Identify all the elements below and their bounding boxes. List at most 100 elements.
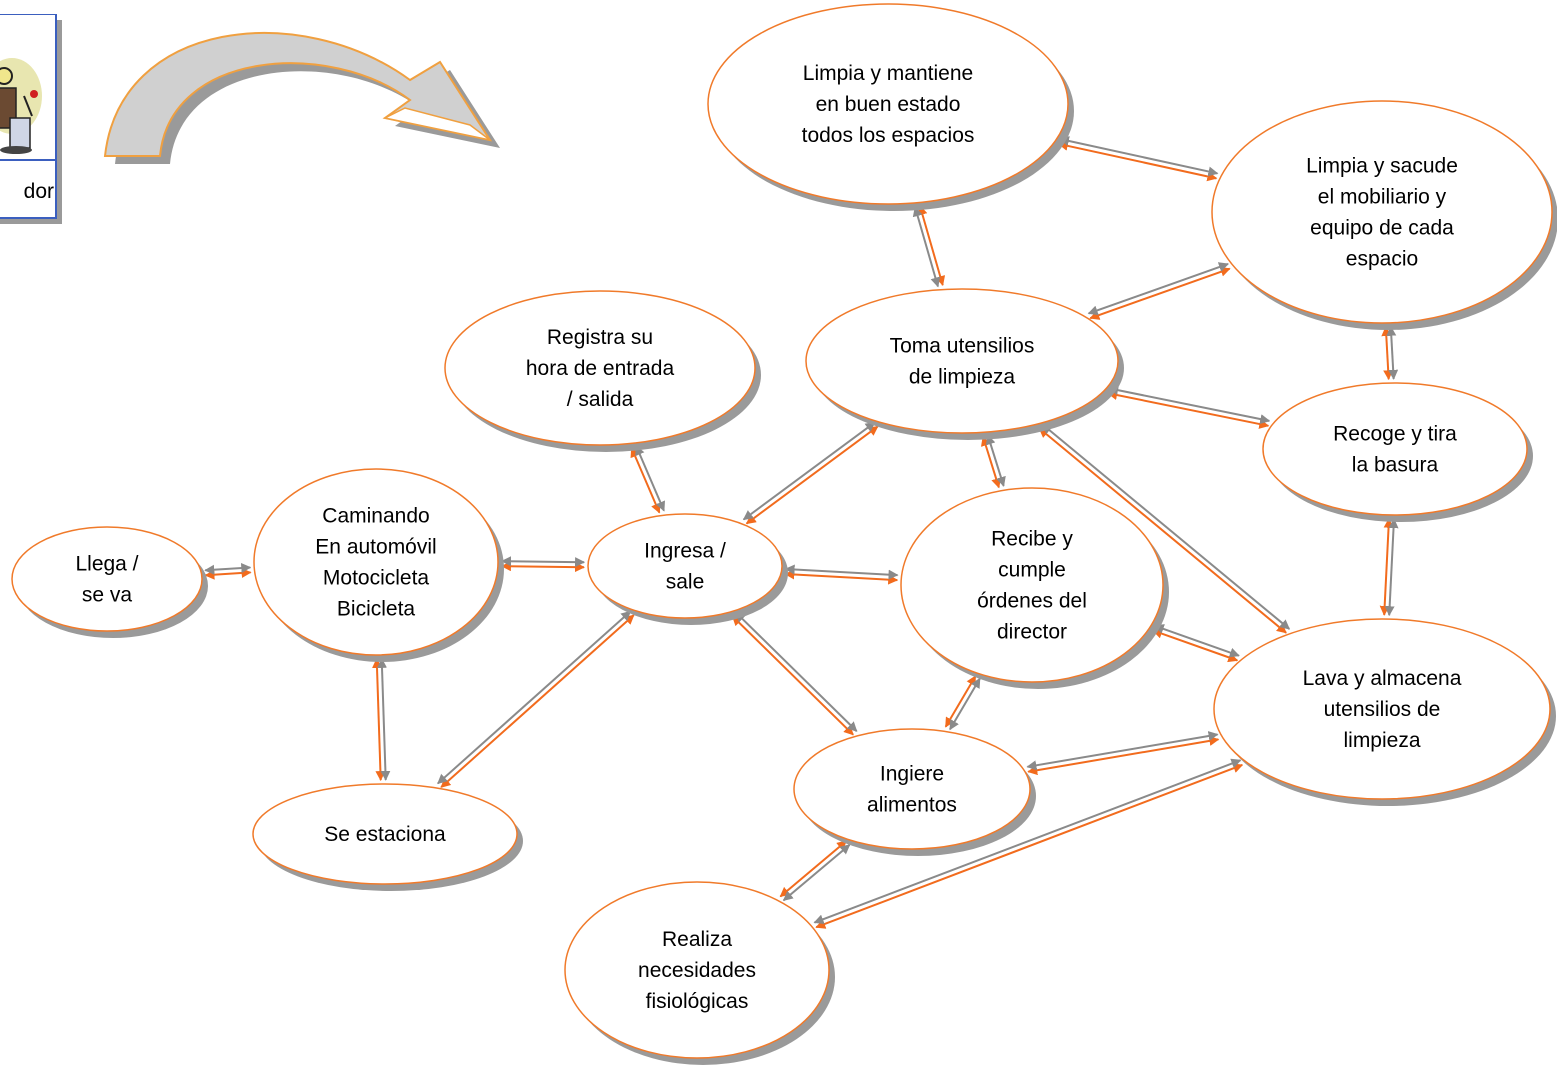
node-label-line: / salida [567, 388, 634, 411]
node-label-line: de limpieza [909, 366, 1016, 389]
node-label-line: Limpia y sacude [1306, 155, 1458, 178]
connector-line [1027, 735, 1220, 776]
connector-line [1089, 266, 1231, 320]
connector-limpia_espacios-limpia_mobiliario [1057, 136, 1219, 182]
node-label-line: necesidades [638, 959, 756, 982]
connector-line [1384, 518, 1399, 617]
connector-llega-transporte [204, 563, 252, 580]
node-label-line: Se estaciona [324, 823, 446, 846]
node-label-line: director [997, 621, 1067, 644]
node-label-line: la basura [1352, 454, 1439, 477]
connector-line [1379, 517, 1394, 616]
node-estaciona: Se estaciona [252, 783, 523, 891]
connector-line [630, 447, 661, 514]
node-label-line: cumple [998, 559, 1066, 582]
node-ellipse [252, 783, 518, 885]
connector-line [949, 677, 981, 731]
connector-ingresa-toma [742, 421, 879, 525]
connector-registra-ingresa [630, 445, 666, 514]
connector-ingresa-recibe [784, 564, 899, 585]
node-label-line: Llega / [75, 553, 138, 576]
node-ellipse [564, 881, 830, 1059]
node-label-line: Realiza [662, 928, 732, 951]
connector-line [784, 564, 899, 580]
node-ellipse [1211, 100, 1553, 324]
node-label-line: Bicicleta [337, 598, 416, 621]
legend-box [0, 13, 62, 224]
legend-label: dor [23, 180, 54, 203]
node-label-line: Recoge y tira [1333, 423, 1457, 446]
node-label-line: hora de entrada [526, 357, 675, 380]
node-label-line: el mobiliario y [1318, 186, 1447, 209]
connector-line [1026, 731, 1219, 771]
connector-line [735, 611, 858, 732]
node-ellipse [1262, 382, 1528, 516]
node-label-line: se va [82, 584, 133, 607]
connector-toma-limpia_espacios [912, 204, 946, 288]
connector-ingiere-lava [1026, 731, 1220, 776]
node-label-line: Caminando [322, 505, 429, 528]
node-label-line: utensilios de [1324, 698, 1441, 721]
node-ellipse [900, 487, 1164, 683]
connector-toma-recibe [980, 434, 1006, 489]
connector-line [917, 204, 946, 287]
connector-line [1108, 385, 1271, 425]
node-ellipse [793, 728, 1031, 850]
connector-line [377, 657, 391, 781]
connector-line [204, 568, 252, 580]
connector-realiza-lava [813, 758, 1244, 929]
connector-toma-limpia_mobiliario [1087, 262, 1231, 320]
node-label-line: Ingresa / [644, 540, 726, 563]
connector-line [440, 614, 635, 788]
node-recoge: Recoge y tira la basura [1262, 382, 1533, 522]
node-lava: Lava y almacena utensilios de limpieza [1213, 618, 1556, 806]
connector-line [782, 844, 851, 902]
connector-line [1386, 325, 1399, 380]
connector-transporte-ingresa [500, 556, 586, 573]
connector-estaciona-ingresa [437, 610, 635, 788]
node-ellipse [444, 290, 756, 446]
connector-toma-lava [1038, 423, 1291, 634]
node-llega: Llega / se va [11, 526, 208, 638]
connector-line [745, 425, 879, 525]
connector-line [1153, 624, 1240, 658]
node-label-line: En automóvil [315, 536, 436, 559]
node-ellipse [253, 468, 499, 656]
connector-line [1107, 390, 1270, 429]
node-label-line: limpieza [1343, 729, 1420, 752]
connector-recibe-lava [1152, 624, 1240, 663]
node-label-line: Motocicleta [323, 567, 430, 590]
connector-ingresa-ingiere [731, 611, 858, 736]
connector-line [1041, 423, 1291, 630]
connector-line [437, 610, 632, 785]
node-label-line: espacio [1346, 248, 1418, 271]
node-ingresa: Ingresa /sale [587, 513, 788, 625]
node-label-line: Lava y almacena [1303, 667, 1462, 690]
connector-line [1381, 326, 1394, 381]
connector-line [944, 675, 977, 728]
node-label-line: Registra su [547, 326, 653, 349]
connector-line [635, 445, 666, 512]
connector-line [204, 563, 252, 575]
node-label-line: Ingiere [880, 763, 944, 786]
node-label-line: en buen estado [816, 93, 961, 116]
connector-toma-recoge [1107, 385, 1271, 429]
connector-line [1087, 262, 1229, 316]
connector-line [501, 556, 586, 568]
connector-line [1057, 140, 1218, 182]
connector-limpia_mobiliario-recoge [1381, 325, 1399, 381]
connector-line [742, 421, 876, 521]
connector-line [731, 615, 854, 736]
node-ellipse [11, 526, 203, 632]
node-ellipse [1213, 618, 1551, 800]
node-label-line: todos los espacios [802, 124, 975, 147]
janitor-clipart-icon [0, 13, 62, 224]
node-transporte: Caminando En automóvilMotocicletaBiciclet… [253, 468, 504, 662]
connector-line [1152, 628, 1239, 663]
connector-line [985, 434, 1006, 487]
